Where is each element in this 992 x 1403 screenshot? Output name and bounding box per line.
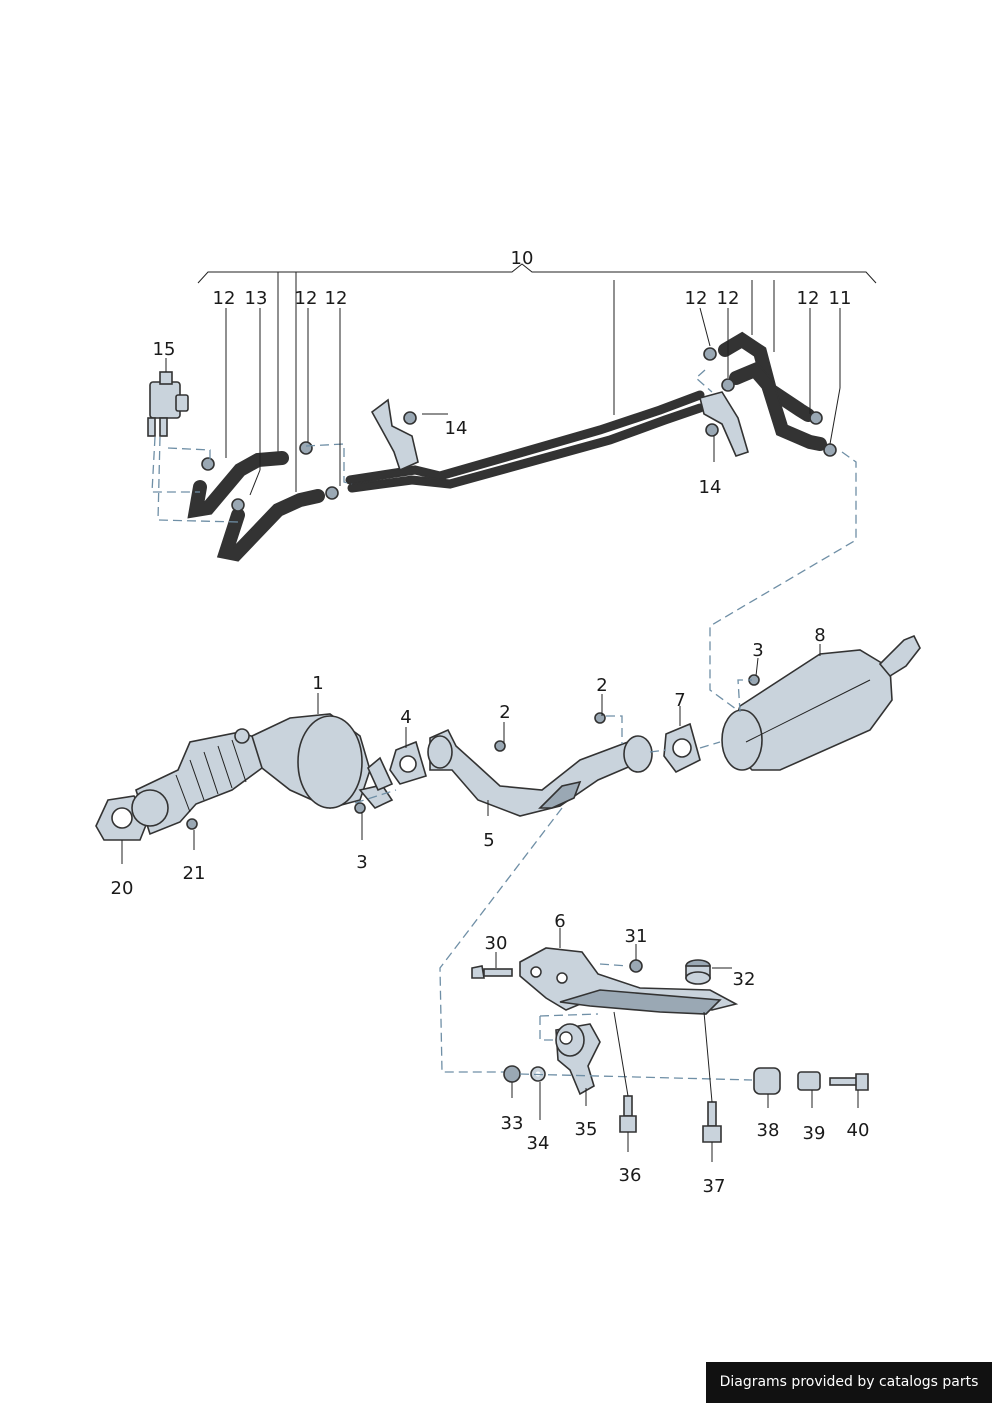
- callout-32: 32: [733, 969, 756, 990]
- callout-21: 21: [183, 863, 206, 884]
- callout-5: 5: [483, 830, 494, 851]
- callout-15: 15: [153, 339, 176, 360]
- callout-7: 7: [674, 690, 685, 711]
- credit-banner: Diagrams provided by catalogs parts: [706, 1362, 992, 1403]
- callout-labels: 10 12 13 12 12 12 12 12 11 15 14 14 8 3 …: [111, 248, 870, 1197]
- callout-10-leaders: [277, 272, 775, 492]
- callout-31: 31: [625, 926, 648, 947]
- callout-39: 39: [803, 1123, 826, 1144]
- callout-12: 12: [685, 288, 708, 309]
- particulate-filter: [721, 634, 921, 771]
- callout-8: 8: [814, 625, 825, 646]
- callout-2: 2: [596, 675, 607, 696]
- callout-6: 6: [554, 911, 565, 932]
- callout-10-bracket: [197, 263, 877, 284]
- pressure-sensor: [147, 371, 189, 437]
- callout-14: 14: [445, 418, 468, 439]
- callout-12: 12: [295, 288, 318, 309]
- upper-dashed-connections: [151, 369, 857, 713]
- callout-30: 30: [485, 933, 508, 954]
- callout-11: 11: [829, 288, 852, 309]
- callout-10: 10: [511, 248, 534, 269]
- callout-20: 20: [111, 878, 134, 899]
- callout-12: 12: [717, 288, 740, 309]
- callout-35: 35: [575, 1119, 598, 1140]
- front-exhaust-pipe: [427, 712, 653, 817]
- callout-2: 2: [499, 702, 510, 723]
- pressure-line-assembly: [187, 331, 837, 562]
- gasket-rear: [663, 722, 701, 774]
- catalytic-converter-assembly: [95, 713, 394, 841]
- callout-14: 14: [699, 477, 722, 498]
- mounting-bracket-assembly: [471, 947, 869, 1143]
- callout-12: 12: [797, 288, 820, 309]
- gasket: [389, 740, 427, 785]
- callout-3: 3: [356, 852, 367, 873]
- callout-12: 12: [325, 288, 348, 309]
- middle-dashed-connections: [354, 679, 752, 1073]
- callout-37: 37: [703, 1176, 726, 1197]
- callout-33: 33: [501, 1113, 524, 1134]
- callout-34: 34: [527, 1133, 550, 1154]
- lower-dashed-connections: [519, 963, 753, 1081]
- callout-4: 4: [400, 707, 411, 728]
- callout-1: 1: [312, 673, 323, 694]
- callout-leaders: [121, 307, 859, 1162]
- callout-40: 40: [847, 1120, 870, 1141]
- callout-38: 38: [757, 1120, 780, 1141]
- callout-12: 12: [213, 288, 236, 309]
- callout-3: 3: [752, 640, 763, 661]
- callout-36: 36: [619, 1165, 642, 1186]
- callout-13: 13: [245, 288, 268, 309]
